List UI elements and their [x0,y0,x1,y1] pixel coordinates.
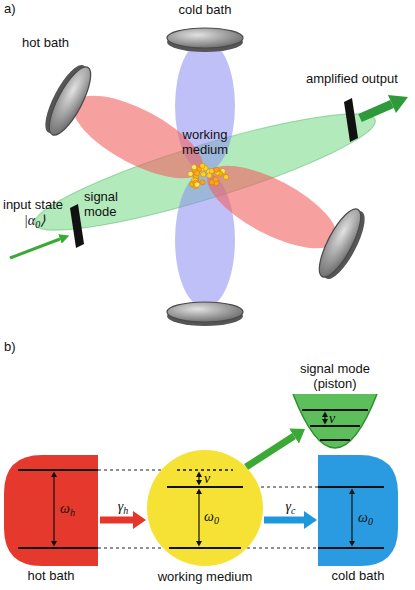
subscript: 0 [214,515,219,526]
hot-lens [42,62,99,140]
gap-arrowhead [196,541,202,547]
input-arrow [10,239,60,258]
state-label: |α0⟩ [24,214,45,227]
bath-label: hot bath [22,36,69,51]
gap-arrowhead [196,472,202,478]
medium-circle [147,450,263,566]
level-symbol: ωh [60,502,75,515]
cold-bath-node: ω0 cold bath [318,455,398,586]
work-output-arrow [246,436,294,467]
input-label: input state [3,198,63,213]
hot-bath-node: ωh hot bath [4,455,98,586]
energy-level [18,547,98,549]
panel-label: a) [4,2,16,17]
subscript: 0 [368,516,373,527]
energy-level [302,409,368,411]
gap-arrowhead [349,541,355,547]
subscript: c [291,504,295,515]
working-medium-node: ν ω0 working medium [147,450,263,586]
energy-level [310,425,360,427]
atom-dot [194,171,199,176]
level-symbol: ω0 [358,511,373,524]
hot-lens [312,204,369,282]
cold-lens [167,28,243,48]
atom-dot [201,172,206,177]
output-arrow [360,104,392,118]
gap-arrow [198,492,199,543]
level-guide [241,547,318,548]
atom-dot [207,173,212,178]
subscript: h [123,504,128,515]
rate-label: γc [283,500,297,513]
bath-outline [318,455,398,566]
gap-arrowhead [196,480,202,486]
atom-dot [192,164,197,169]
parabola-outline [293,394,377,448]
level-symbol: ν [329,412,335,425]
atom-dot [224,174,229,179]
medium-label: working medium [170,128,240,158]
gap-arrow [53,475,54,543]
gap-arrowhead [322,412,328,418]
gap-arrowhead [51,472,57,478]
mode-label: signal mode [84,190,132,220]
atom-dot [200,180,205,185]
output-slab [344,98,358,142]
node-caption: hot bath [28,569,75,584]
level-symbol: ν [204,472,210,485]
gap-arrow [351,492,352,543]
energy-level [318,547,384,549]
subscript: 0 [35,219,40,230]
energy-level [318,486,384,488]
heat-flow-arrow [264,517,304,524]
rate-label: γh [116,500,131,513]
atom-dot [200,163,205,168]
gap-arrowhead [322,419,328,425]
gap-arrowhead [51,541,57,547]
panel-label: b) [4,340,16,355]
atom-dot [194,182,199,187]
energy-level [169,547,241,549]
bath-outline [4,455,98,566]
cold-lens [167,302,243,322]
input-slab [70,204,84,248]
bath-label: cold bath [179,3,232,18]
subscript: h [70,507,75,518]
output-label: amplified output [306,72,398,87]
atom-cloud [188,163,229,188]
atom-dot [214,167,219,172]
atom-dot [213,177,218,182]
medium-circle [147,450,263,566]
level-symbol: ω0 [204,510,219,523]
node-caption: working medium [158,570,253,585]
node-caption: signal mode (piston) [287,362,383,392]
node-caption: cold bath [332,569,385,584]
heat-flow-arrow [100,517,133,524]
energy-level [320,439,350,441]
level-guide [98,547,169,548]
gap-arrowhead [196,489,202,495]
energy-level [167,486,243,488]
energy-level [18,469,98,471]
energy-level [177,469,233,471]
bath-outline [4,455,98,566]
atom-dot [188,171,193,176]
signal-mode-node: signal mode (piston) ν [285,362,385,454]
gap-arrowhead [349,489,355,495]
output-arrowhead [388,95,408,113]
